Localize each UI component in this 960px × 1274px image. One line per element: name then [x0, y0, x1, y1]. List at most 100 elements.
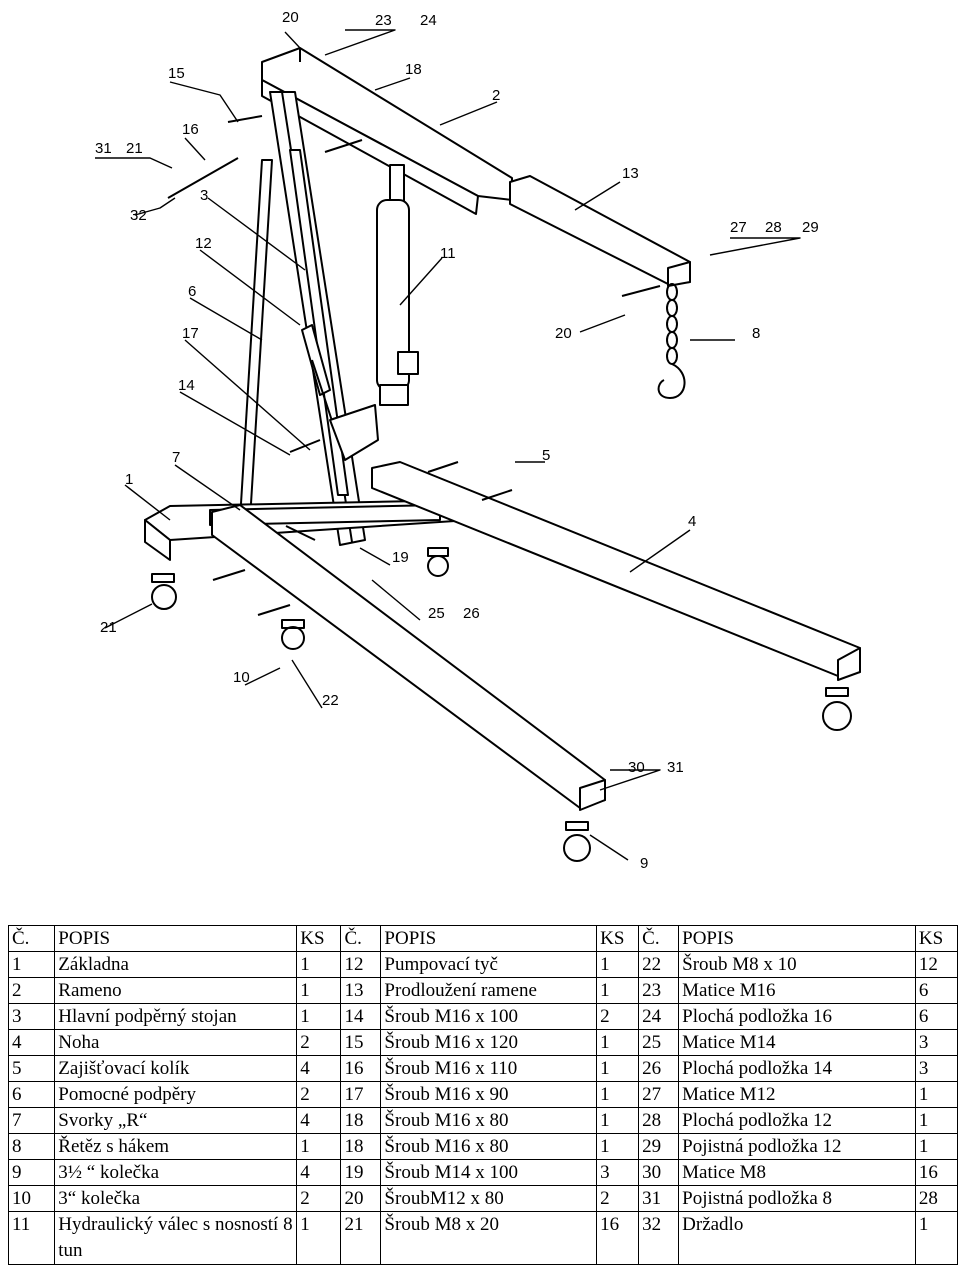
column-header: POPIS: [678, 925, 916, 952]
pivot-bracket-part: [329, 404, 379, 461]
table-cell: 2: [296, 1185, 342, 1212]
table-cell: 26: [638, 1055, 680, 1082]
table-cell: Matice M12: [678, 1081, 916, 1108]
caster-wheel: [151, 573, 177, 610]
table-cell: Matice M14: [678, 1029, 916, 1056]
exploded-assembly-drawing: 20 23 24 15 18 2 16 31 21 13 32 3 27 28 …: [95, 9, 861, 872]
callout-label: 6: [188, 283, 196, 300]
table-cell: 1: [596, 1029, 640, 1056]
callout-label: 5: [542, 447, 550, 464]
table-cell: Šroub M16 x 120: [380, 1029, 598, 1056]
table-cell: 11: [7, 1211, 56, 1265]
callout-label: 27: [730, 219, 747, 236]
table-cell: 1: [296, 1133, 342, 1160]
table-cell: 32: [638, 1211, 680, 1265]
table-cell: 1: [596, 1081, 640, 1108]
table-cell: 6: [7, 1081, 56, 1108]
caster-wheel: [563, 821, 591, 862]
table-cell: Držadlo: [678, 1211, 916, 1265]
table-cell: 1: [596, 1055, 640, 1082]
table-cell: 7: [7, 1107, 56, 1134]
callout-label: 29: [802, 219, 819, 236]
table-cell: 31: [638, 1185, 680, 1212]
callout-label: 2: [492, 87, 500, 104]
table-cell: 1: [914, 1081, 959, 1108]
base-part: [144, 499, 471, 561]
table-cell: Řetěz s hákem: [54, 1133, 298, 1160]
table-cell: 15: [340, 1029, 382, 1056]
callout-label: 16: [182, 121, 199, 138]
callout-label: 21: [100, 619, 117, 636]
table-cell: Šroub M14 x 100: [380, 1159, 598, 1186]
callout-label: 25: [428, 605, 445, 622]
column-header: POPIS: [380, 925, 598, 952]
table-cell: 3“ kolečka: [54, 1185, 298, 1212]
caster-wheel: [822, 687, 852, 731]
chain-hook-part: [657, 283, 686, 399]
column-header: KS: [914, 925, 959, 952]
column-header: Č.: [638, 925, 680, 952]
callout-label: 1: [125, 471, 133, 488]
table-cell: 12: [914, 951, 959, 978]
table-cell: 1: [296, 977, 342, 1004]
table-cell: 18: [340, 1107, 382, 1134]
column-header: KS: [596, 925, 640, 952]
table-cell: 20: [340, 1185, 382, 1212]
table-cell: 1: [914, 1133, 959, 1160]
table-cell: 12: [340, 951, 382, 978]
table-cell: 2: [596, 1185, 640, 1212]
table-cell: Šroub M8 x 20: [380, 1211, 598, 1265]
table-cell: Matice M8: [678, 1159, 916, 1186]
callout-label: 11: [440, 245, 456, 262]
callout-label: 21: [126, 140, 143, 157]
callout-label: 26: [463, 605, 480, 622]
table-cell: Šroub M8 x 10: [678, 951, 916, 978]
table-cell: 4: [296, 1055, 342, 1082]
callout-label: 19: [392, 549, 409, 566]
table-cell: 4: [7, 1029, 56, 1056]
table-cell: Šroub M16 x 100: [380, 1003, 598, 1030]
callout-label: 20: [555, 325, 572, 342]
table-cell: 6: [914, 977, 959, 1004]
leg-part: [371, 461, 861, 681]
table-cell: 1: [296, 1211, 342, 1265]
callout-label: 15: [168, 65, 185, 82]
table-cell: 2: [296, 1081, 342, 1108]
callout-label: 30: [628, 759, 645, 776]
table-cell: Plochá podložka 14: [678, 1055, 916, 1082]
table-cell: Šroub M16 x 110: [380, 1055, 598, 1082]
table-cell: 28: [914, 1185, 959, 1212]
callout-label: 8: [752, 325, 760, 342]
table-cell: Šroub M16 x 90: [380, 1081, 598, 1108]
table-cell: 28: [638, 1107, 680, 1134]
table-cell: Hydraulický válec s nosností 8 tun: [54, 1211, 298, 1265]
table-cell: Plochá podložka 16: [678, 1003, 916, 1030]
column-header: KS: [296, 925, 342, 952]
table-cell: Rameno: [54, 977, 298, 1004]
table-cell: 27: [638, 1081, 680, 1108]
table-cell: 10: [7, 1185, 56, 1212]
pump-handle-part: [301, 324, 336, 431]
hydraulic-cylinder-part: [376, 164, 419, 406]
table-cell: 3½ “ kolečka: [54, 1159, 298, 1186]
table-cell: 1: [296, 1003, 342, 1030]
leg-part: [211, 504, 606, 811]
table-cell: Pojistná podložka 12: [678, 1133, 916, 1160]
callout-label: 13: [622, 165, 639, 182]
table-header-row: Č. POPIS KS Č. POPIS KS Č. POPIS KS: [7, 925, 959, 952]
callout-label: 14: [178, 377, 195, 394]
table-cell: 6: [914, 1003, 959, 1030]
callout-label: 23: [375, 12, 392, 29]
table-cell: 3: [596, 1159, 640, 1186]
callout-label: 4: [688, 513, 696, 530]
table-cell: 4: [296, 1159, 342, 1186]
